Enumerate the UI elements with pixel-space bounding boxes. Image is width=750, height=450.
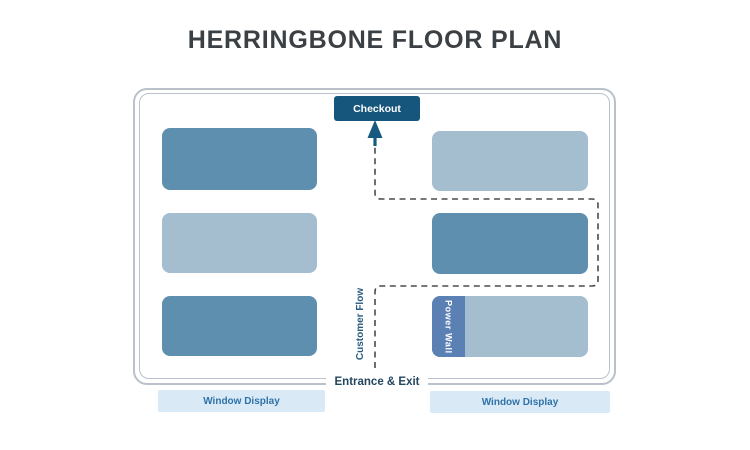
right-shelf-1 xyxy=(432,131,588,191)
left-shelf-3 xyxy=(162,296,317,356)
entrance-gap xyxy=(326,370,428,391)
checkout-label: Checkout xyxy=(353,102,401,115)
right-shelf-2 xyxy=(432,213,588,274)
left-shelf-1 xyxy=(162,128,317,190)
power-wall-label: Power Wall xyxy=(443,299,454,354)
power-wall-section: Power Wall xyxy=(432,296,465,357)
right-shelf-3: Power Wall xyxy=(432,296,588,357)
left-shelf-2 xyxy=(162,213,317,273)
window-display-left: Window Display xyxy=(158,390,325,412)
entrance-exit-label: Entrance & Exit xyxy=(334,376,420,388)
customer-flow-label: Customer Flow xyxy=(355,287,366,361)
checkout-counter: Checkout xyxy=(334,96,420,121)
window-display-right: Window Display xyxy=(430,391,610,413)
window-display-right-label: Window Display xyxy=(481,396,559,408)
page-title: HERRINGBONE FLOOR PLAN xyxy=(187,26,563,54)
window-display-left-label: Window Display xyxy=(203,395,280,407)
